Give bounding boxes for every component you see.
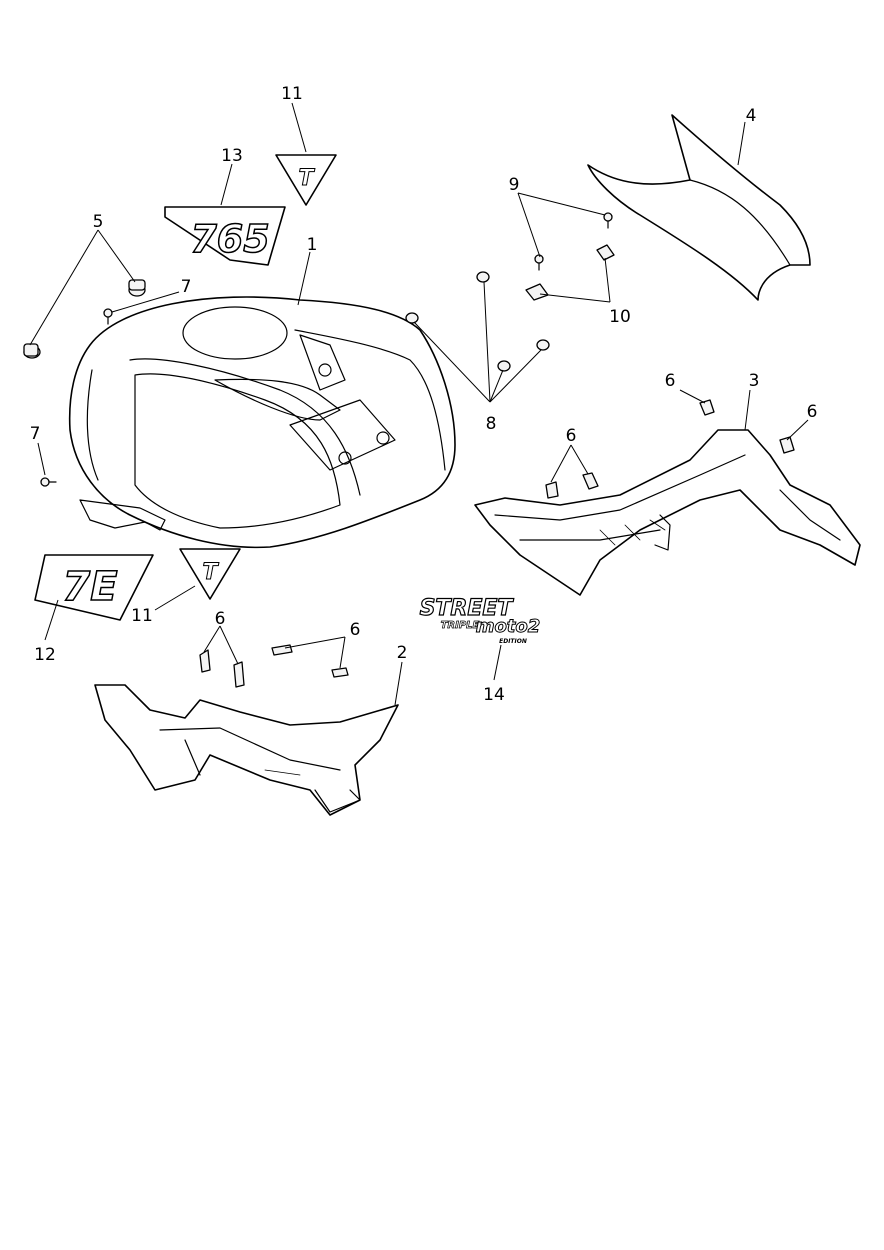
part-13-decal: 765 <box>164 206 286 266</box>
part-6-clip-d <box>331 667 349 678</box>
part-6-clip-b <box>233 661 245 688</box>
part-2-left-panel <box>94 684 399 816</box>
part-7-screw-a <box>103 308 113 325</box>
part-5-grommet-a <box>128 279 146 297</box>
callout-2: 2 <box>397 643 408 663</box>
callout-8: 8 <box>486 414 497 434</box>
callout-6-right-b: 6 <box>807 402 818 422</box>
part-8-grommet-d <box>497 360 511 372</box>
part-6-clip-a <box>199 649 211 673</box>
callout-10: 10 <box>609 307 631 327</box>
callout-5: 5 <box>93 212 104 232</box>
part-4-cover <box>587 114 811 301</box>
part-6-clip-f <box>582 472 599 490</box>
part-6-clip-e <box>545 481 559 499</box>
callout-6-mid: 6 <box>566 426 577 446</box>
callout-7-top: 7 <box>181 277 192 297</box>
part-14-decal: STREET TRIPLE moto2 EDITION <box>419 595 541 645</box>
part-9-screw-b <box>534 254 544 271</box>
decal-12-text: 7E <box>62 564 117 610</box>
part-1-fuel-tank <box>68 296 456 549</box>
callout-4: 4 <box>746 106 757 126</box>
part-8-grommet-c <box>536 339 550 351</box>
callout-9: 9 <box>509 175 520 195</box>
decal-14-line4: EDITION <box>499 638 527 645</box>
decal-13-text: 765 <box>190 217 269 261</box>
part-8-grommet-a <box>405 312 419 324</box>
part-10-clip-a <box>596 244 615 261</box>
part-11-badge-top: T <box>275 154 337 206</box>
badge-letter-bottom: T <box>202 560 219 585</box>
callout-6-right-a: 6 <box>665 371 676 391</box>
callout-12: 12 <box>34 645 56 665</box>
decal-14-line2: TRIPLE <box>441 620 480 631</box>
part-12-decal: 7E <box>34 554 154 621</box>
callout-11-bottom: 11 <box>131 606 153 626</box>
part-8-grommet-b <box>476 271 490 283</box>
callout-7-left: 7 <box>30 424 41 444</box>
callout-14: 14 <box>483 685 505 705</box>
part-6-clip-h <box>779 436 795 454</box>
part-6-clip-c <box>271 644 293 656</box>
leader-lines <box>29 102 809 706</box>
part-6-clip-g <box>699 399 715 416</box>
badge-letter-top: T <box>298 166 315 191</box>
decal-14-line3: moto2 <box>476 616 541 637</box>
callout-6-center: 6 <box>350 620 361 640</box>
callout-3: 3 <box>749 371 760 391</box>
part-10-clip-b <box>525 283 549 301</box>
decal-14-line1: STREET <box>420 596 515 621</box>
part-7-screw-b <box>40 477 57 487</box>
fixings <box>23 212 795 688</box>
callout-13: 13 <box>221 146 243 166</box>
part-9-screw-a <box>603 212 613 229</box>
callout-1: 1 <box>307 235 318 255</box>
callout-11-top: 11 <box>281 84 303 104</box>
callout-6-left: 6 <box>215 609 226 629</box>
part-5-grommet-b <box>23 343 41 359</box>
callout-labels: 11 13 1 5 7 7 4 9 10 8 6 3 6 6 6 6 2 11 … <box>30 84 818 705</box>
part-11-badge-bottom: T <box>179 548 241 600</box>
part-3-right-panel <box>474 429 861 596</box>
